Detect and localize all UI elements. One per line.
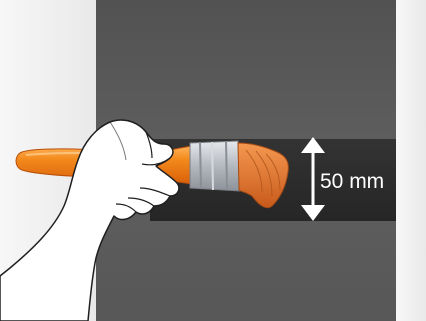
measurement-label: 50 mm [320,170,384,193]
right-wall-section [396,0,426,321]
